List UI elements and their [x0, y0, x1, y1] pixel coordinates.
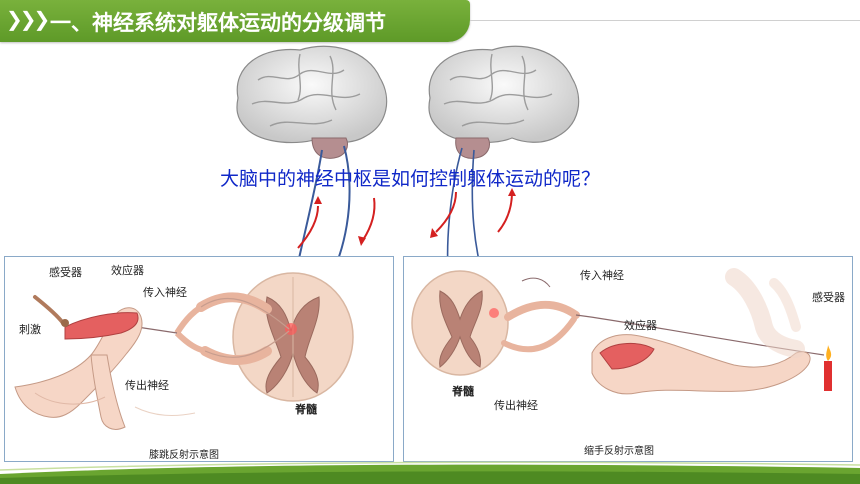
- label-effector-right: 效应器: [624, 317, 657, 333]
- label-efferent-nerve-right: 传出神经: [494, 397, 538, 413]
- label-receptor-right: 感受器: [812, 289, 845, 305]
- knee-jerk-reflex-panel: 感受器 效应器 刺激 传入神经 传出神经 脊髓 膝跳反射示意图: [4, 256, 394, 462]
- label-receptor: 感受器: [49, 264, 82, 280]
- label-spinal-cord-right: 脊髓: [452, 383, 474, 399]
- brain-left: [237, 46, 387, 158]
- arrow-up-right-2: [498, 192, 512, 232]
- label-efferent-nerve: 传出神经: [125, 377, 169, 393]
- arrow-up-left-1: [298, 206, 318, 248]
- label-effector: 效应器: [111, 262, 144, 278]
- question-text: 大脑中的神经中枢是如何控制躯体运动的呢？: [220, 164, 600, 191]
- label-stimulus: 刺激: [19, 321, 41, 337]
- label-spinal-cord: 脊髓: [295, 401, 317, 417]
- knee-jerk-diagram: [5, 257, 393, 461]
- caption-withdrawal: 缩手反射示意图: [584, 442, 654, 457]
- arrow-down-left-2: [363, 198, 375, 240]
- footer-wave: [0, 460, 860, 484]
- brain-right: [429, 46, 579, 158]
- caption-knee-jerk: 膝跳反射示意图: [149, 446, 219, 461]
- arrow-down-right-1: [436, 192, 456, 232]
- withdrawal-diagram: [404, 257, 852, 461]
- label-afferent-nerve-right: 传入神经: [580, 267, 624, 283]
- label-afferent-nerve: 传入神经: [143, 284, 187, 300]
- withdrawal-reflex-panel: 传入神经 效应器 感受器 脊髓 传出神经 缩手反射示意图: [403, 256, 853, 462]
